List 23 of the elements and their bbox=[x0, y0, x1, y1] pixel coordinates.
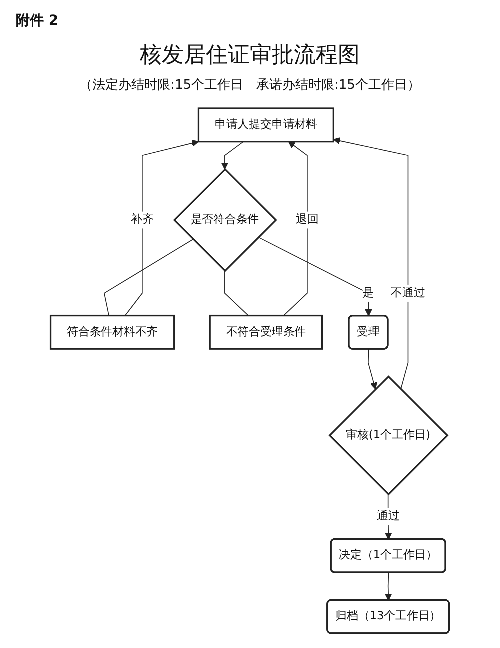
title: 核发居住证审批流程图 bbox=[140, 42, 360, 70]
connector bbox=[224, 270, 249, 316]
node-diamond: 审核(1个工作日) bbox=[328, 376, 449, 496]
edge-label: 不通过 bbox=[391, 286, 426, 300]
node-diamond: 是否符合条件 bbox=[173, 168, 278, 272]
arrow bbox=[221, 141, 244, 170]
node-box: 符合条件材料不齐 bbox=[50, 314, 176, 350]
attachment-label: 附件 2 bbox=[16, 12, 59, 30]
connector bbox=[104, 239, 194, 316]
time-limit-note: （法定办结时限:15个工作日 承诺办结时限:15个工作日） bbox=[80, 77, 420, 94]
arrow bbox=[283, 142, 308, 316]
edge-label: 通过 bbox=[376, 510, 400, 523]
arrow bbox=[385, 494, 392, 540]
arrow bbox=[258, 237, 372, 317]
arrow bbox=[368, 349, 378, 390]
edge-label: 退回 bbox=[296, 213, 319, 226]
arrow bbox=[384, 572, 392, 601]
node-box: 申请人提交申请材料 bbox=[198, 108, 334, 143]
arrow bbox=[124, 140, 200, 316]
node-box: 不符合受理条件 bbox=[209, 314, 324, 350]
edge-label: 补齐 bbox=[131, 213, 154, 226]
arrow bbox=[333, 138, 409, 390]
edge-label: 是 bbox=[362, 286, 374, 300]
